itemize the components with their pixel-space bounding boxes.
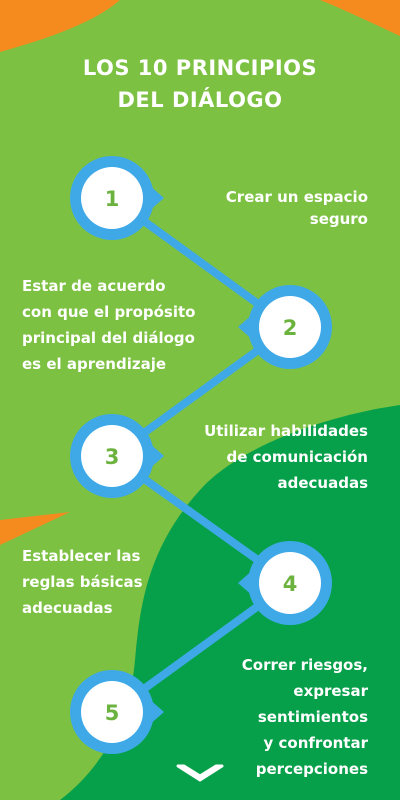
chevron-down-icon	[176, 764, 224, 782]
step-node-2: 2	[238, 285, 332, 369]
step-node-4: 4	[238, 541, 332, 625]
step-number-4: 4	[283, 572, 298, 596]
step-node-5: 5	[70, 670, 164, 754]
orange-corner-top-left	[0, 0, 120, 52]
step-node-1: 1	[70, 156, 164, 240]
step-node-3: 3	[70, 414, 164, 498]
step-text-4: Establecer las reglas básicas adecuadas	[22, 547, 143, 617]
page-title: LOS 10 PRINCIPIOS DEL DIÁLOGO	[0, 52, 400, 116]
page-title-line-1: LOS 10 PRINCIPIOS	[82, 56, 318, 80]
orange-corner-top-right	[320, 0, 400, 36]
node-center	[81, 681, 143, 743]
node-center	[81, 167, 143, 229]
step-number-3: 3	[105, 445, 120, 469]
step-nodes: 1 2 3 4 5	[70, 156, 332, 754]
step-number-1: 1	[105, 187, 120, 211]
step-text-1: Crear un espacio seguro	[225, 188, 368, 228]
step-text-2: Estar de acuerdo con que el propósito pr…	[22, 277, 196, 373]
step-number-2: 2	[283, 316, 298, 340]
step-number-5: 5	[105, 701, 120, 725]
step-text-3: Utilizar habilidades de comunicación ade…	[204, 422, 368, 492]
step-text-5: Correr riesgos, expresar sentimientos y …	[241, 656, 368, 778]
orange-wedge-left	[0, 512, 70, 545]
node-center	[259, 296, 321, 358]
node-center	[81, 425, 143, 487]
page-title-line-2: DEL DIÁLOGO	[117, 88, 283, 112]
node-center	[259, 552, 321, 614]
